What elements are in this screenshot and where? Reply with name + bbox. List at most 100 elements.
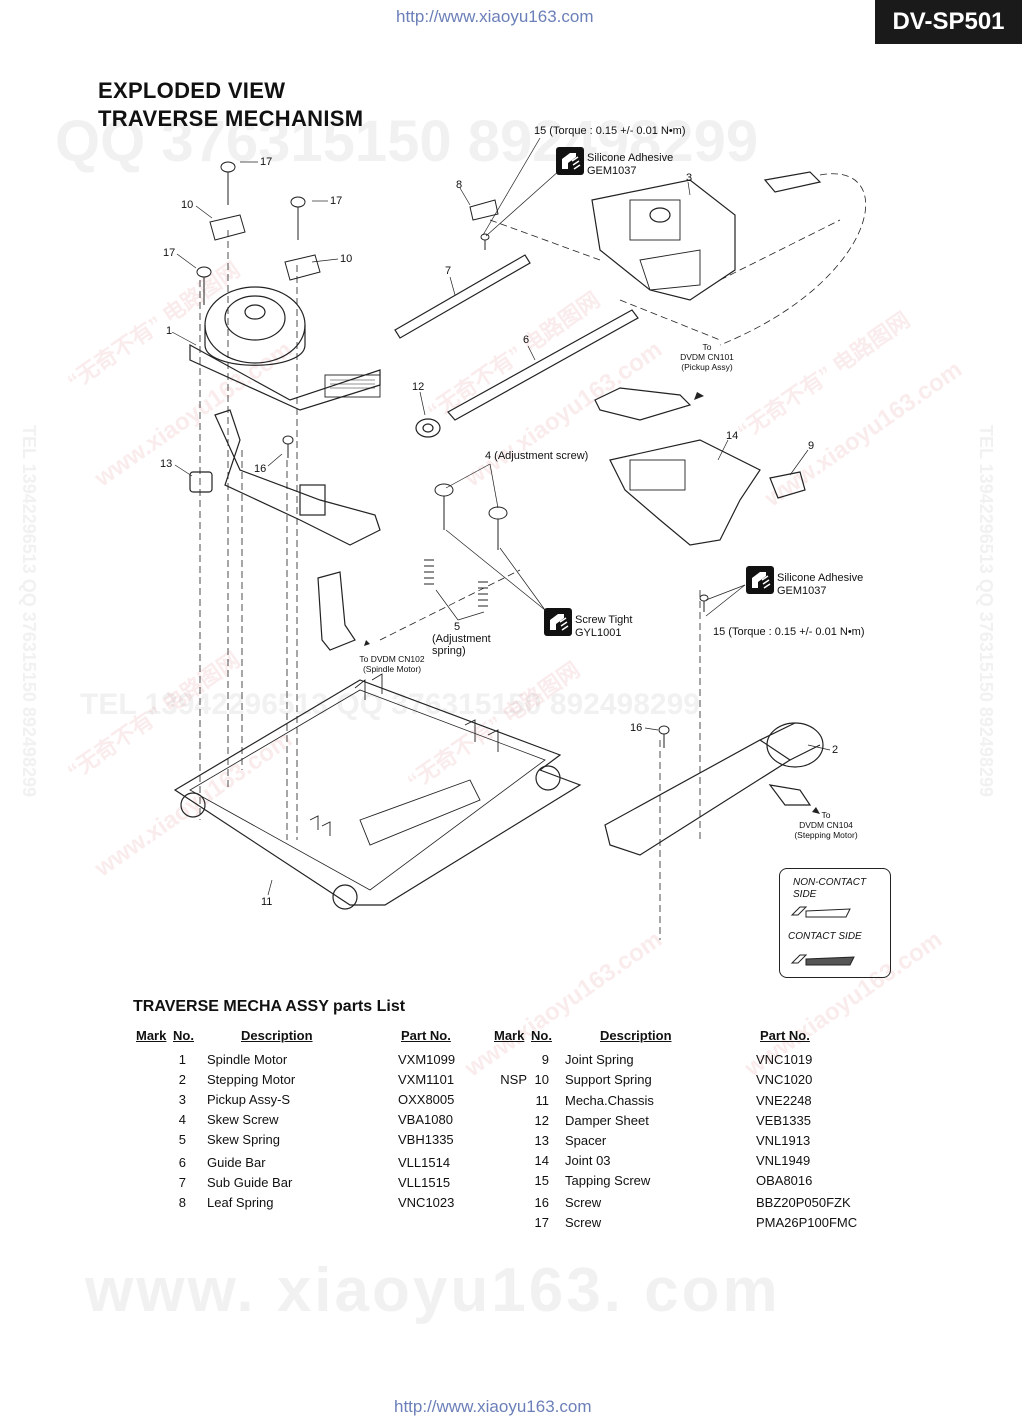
table-cell-description: Guide Bar	[207, 1155, 266, 1170]
table-cell-description: Screw	[565, 1215, 602, 1230]
callout-11: 11	[261, 896, 273, 908]
adhesive-tube-icon	[746, 566, 774, 594]
connector-note-cn102: To DVDM CN102(Spindle Motor)	[359, 654, 425, 674]
callout-2: 2	[832, 744, 839, 756]
stepping-motor	[604, 722, 824, 856]
callout-16: 16	[254, 463, 267, 475]
callout-8: 8	[456, 179, 463, 191]
table-cell-no: 4	[178, 1112, 186, 1127]
pickup-assy	[591, 179, 736, 301]
callout-13: 13	[160, 458, 173, 470]
flex-cables	[317, 171, 822, 651]
spindle-motor	[189, 286, 381, 411]
table-cell-part-no: VXM1099	[398, 1052, 456, 1067]
adhesive-code: GEM1037	[777, 585, 827, 597]
adhesive-tube-icon	[556, 147, 584, 175]
table-cell-part-no: VNC1020	[756, 1072, 813, 1087]
table-cell-description: Skew Spring	[207, 1132, 280, 1147]
table-cell-part-no: VNC1019	[756, 1052, 813, 1067]
watermark-tel-mid: TEL 13942296513 QQ 376315150 892498299	[80, 688, 700, 721]
title-traverse-mechanism: TRAVERSE MECHANISM	[98, 106, 364, 131]
table-cell-no: 16	[534, 1195, 549, 1210]
leader-lines	[171, 137, 831, 896]
table-cell-no: 12	[534, 1113, 549, 1128]
table-cell-description: Leaf Spring	[207, 1195, 274, 1210]
table-cell-part-no: VBH1335	[398, 1132, 454, 1147]
screw-tight-code: GYL1001	[575, 627, 622, 639]
table-cell-no: 15	[534, 1173, 549, 1188]
model-badge: DV-SP501	[875, 0, 1022, 44]
callout-6: 6	[523, 334, 530, 346]
adhesive-label: Silicone Adhesive	[777, 572, 864, 584]
screw-tight-label: Screw Tight	[575, 614, 633, 626]
table-cell-description: Stepping Motor	[207, 1072, 296, 1087]
table-cell-part-no: VXM1101	[398, 1072, 455, 1087]
table-cell-part-no: VBA1080	[398, 1112, 453, 1127]
bottom-url: http://www.xiaoyu163.com	[394, 1397, 592, 1416]
screw-lock-icon	[544, 608, 572, 636]
callout-5-line2: spring)	[432, 645, 466, 657]
screws	[196, 161, 709, 748]
guide-lines	[199, 173, 866, 940]
guide-bars	[394, 254, 639, 438]
top-url: http://www.xiaoyu163.com	[396, 7, 594, 26]
header-part-no: Part No.	[760, 1028, 810, 1043]
table-cell-description: Pickup Assy-S	[207, 1092, 291, 1107]
table-cell-part-no: VNL1913	[756, 1133, 811, 1148]
header-description: Description	[600, 1028, 672, 1043]
parts-list-title: TRAVERSE MECHA ASSY parts List	[133, 998, 406, 1015]
header-mark: Mark	[136, 1028, 167, 1043]
watermark-side-left: TEL 13942296513 QQ 376315150 892498299	[19, 425, 39, 797]
table-cell-part-no: VNC1023	[398, 1195, 455, 1210]
table-cell-description: Mecha.Chassis	[565, 1093, 654, 1108]
contact-side-legend: NON-CONTACT SIDE CONTACT SIDE	[779, 868, 891, 978]
callout-9: 9	[808, 440, 815, 452]
callout-7: 7	[445, 265, 452, 277]
adhesive-code: GEM1037	[587, 165, 637, 177]
table-cell-part-no: OXX8005	[398, 1092, 455, 1107]
table-cell-no: 10	[534, 1072, 549, 1087]
table-cell-part-no: VEB1335	[756, 1113, 811, 1128]
joint-03	[609, 439, 806, 546]
table-cell-no: 9	[541, 1052, 549, 1067]
callout-5-line1: (Adjustment	[432, 633, 491, 645]
callout-17: 17	[163, 247, 176, 259]
callout-15-torque: 15 (Torque : 0.15 +/- 0.01 N•m)	[713, 626, 865, 638]
adhesive-label: Silicone Adhesive	[587, 152, 674, 164]
table-cell-description: Damper Sheet	[565, 1113, 649, 1128]
callout-17: 17	[330, 195, 343, 207]
table-cell-no: 14	[534, 1153, 549, 1168]
table-cell-no: 5	[178, 1132, 186, 1147]
header-part-no: Part No.	[401, 1028, 451, 1043]
table-cell-description: Tapping Screw	[565, 1173, 651, 1188]
table-cell-no: 17	[534, 1215, 549, 1230]
table-cell-no: 6	[178, 1155, 186, 1170]
callout-17: 17	[260, 156, 273, 168]
table-cell-no: 2	[178, 1072, 186, 1087]
callout-15-torque: 15 (Torque : 0.15 +/- 0.01 N•m)	[534, 125, 686, 137]
table-cell-part-no: OBA8016	[756, 1173, 813, 1188]
non-contact-icon	[790, 906, 851, 918]
table-cell-part-no: VLL1514	[398, 1155, 451, 1170]
table-cell-no: 8	[178, 1195, 186, 1210]
watermark-site-big: www. xiaoyu163. com	[85, 1256, 781, 1325]
table-cell-description: Support Spring	[565, 1072, 652, 1087]
legend-non-contact: NON-CONTACT	[793, 877, 867, 888]
table-cell-mark: NSP	[500, 1072, 527, 1087]
legend-non-contact-side: SIDE	[793, 889, 817, 900]
table-cell-part-no: PMA26P100FMC	[756, 1215, 858, 1230]
callout-16: 16	[630, 722, 643, 734]
table-cell-part-no: VLL1515	[398, 1175, 451, 1190]
table-cell-no: 3	[178, 1092, 186, 1107]
table-cell-description: Skew Screw	[207, 1112, 279, 1127]
table-cell-no: 11	[535, 1093, 550, 1108]
header-no: No.	[531, 1028, 552, 1043]
exploded-diagram	[171, 137, 866, 940]
watermark-qq-top: QQ 376315150 892498299	[55, 109, 759, 174]
table-cell-no: 7	[178, 1175, 186, 1190]
table-cell-description: Joint Spring	[565, 1052, 634, 1067]
table-cell-part-no: VNE2248	[756, 1093, 812, 1108]
table-cell-part-no: VNL1949	[756, 1153, 811, 1168]
